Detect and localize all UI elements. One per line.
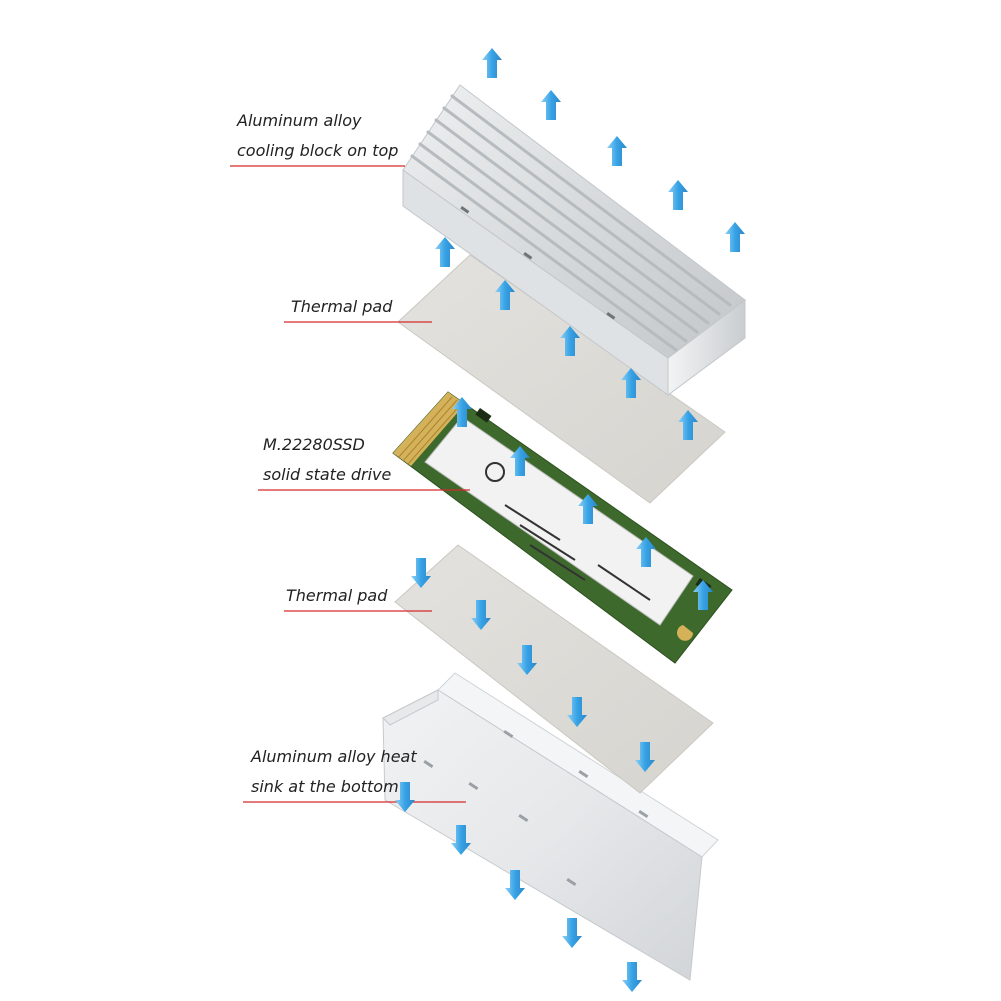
airflow-up-arrow-icon [452,397,472,427]
ssd-sticker-logo [485,462,505,482]
airflow-down-arrow-icon [562,918,582,948]
bottom-sink-slots [423,730,649,886]
airflow-down-arrow-icon [622,962,642,992]
airflow-down-arrow-icon [451,825,471,855]
airflow-down-arrow-icon [517,645,537,675]
airflow-up-arrow-icon [678,410,698,440]
label-bottom-sink-line2: sink at the bottom [251,777,399,796]
cooling-fins [410,94,732,352]
airflow-down-arrow-icon [471,600,491,630]
m2-ssd [392,391,733,664]
airflow-up-arrow-icon [693,580,713,610]
airflow-up-arrow-icon [668,180,688,210]
airflow-down-arrow-icon [411,558,431,588]
label-top-cooler-line2: cooling block on top [237,141,399,160]
airflow-down-arrow-icon [567,697,587,727]
airflow-arrows [395,48,745,992]
airflow-up-arrow-icon [560,326,580,356]
airflow-up-arrow-icon [607,136,627,166]
airflow-up-arrow-icon [482,48,502,78]
airflow-up-arrow-icon [495,280,515,310]
airflow-up-arrow-icon [510,446,530,476]
airflow-down-arrow-icon [505,870,525,900]
label-ssd-line2: solid state drive [263,465,392,484]
airflow-up-arrow-icon [578,494,598,524]
airflow-up-arrow-icon [435,237,455,267]
label-top-cooler-line1: Aluminum alloy [237,111,362,130]
top-cooling-block [402,84,746,396]
label-lower-thermal-pad: Thermal pad [286,586,388,605]
label-ssd-line1: M.22280SSD [263,435,365,454]
airflow-down-arrow-icon [635,742,655,772]
airflow-up-arrow-icon [541,90,561,120]
lower-thermal-pad [394,544,714,794]
leader-lines [230,165,470,803]
bottom-heat-sink [382,672,719,981]
label-bottom-sink-line1: Aluminum alloy heat [251,747,417,766]
airflow-up-arrow-icon [621,368,641,398]
ssd-sticker-barcodes [504,504,651,601]
label-upper-thermal-pad: Thermal pad [291,297,393,316]
airflow-down-arrow-icon [395,782,415,812]
airflow-up-arrow-icon [636,537,656,567]
airflow-up-arrow-icon [725,222,745,252]
